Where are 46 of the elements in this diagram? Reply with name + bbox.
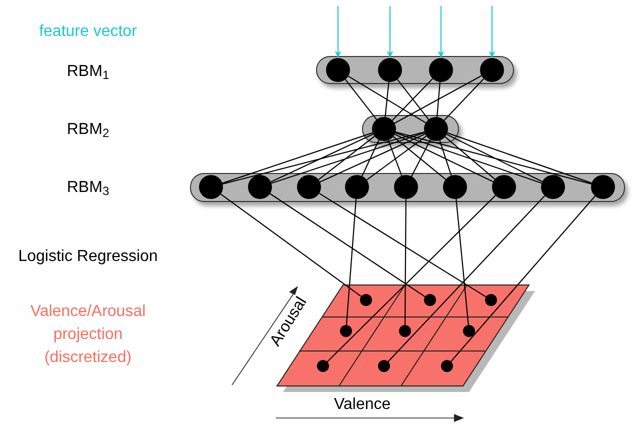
input-arrow <box>488 6 496 58</box>
connection-line <box>346 198 357 326</box>
connection-line <box>388 195 546 362</box>
layer-label: RBM$_{3}$ <box>66 178 110 200</box>
connection-line <box>447 132 592 184</box>
connection-line <box>444 78 484 121</box>
layer-band <box>190 173 625 202</box>
connection-line <box>436 82 441 118</box>
connection-line <box>395 132 542 184</box>
connection-line <box>270 193 426 298</box>
connection-line <box>456 198 469 326</box>
layer-label: Logistic Regression <box>17 247 159 267</box>
connection-line <box>222 132 373 184</box>
connection-line <box>404 199 406 325</box>
connection-line <box>220 194 362 297</box>
input-arrow <box>438 6 444 58</box>
layer-label: feature vector <box>38 22 138 42</box>
layer-label: RBM$_{1}$ <box>66 62 110 84</box>
connection-line <box>318 136 375 180</box>
connection-line <box>395 132 592 184</box>
connection-line <box>271 132 425 184</box>
layer-band <box>316 56 514 84</box>
connection-line <box>270 134 374 182</box>
layer-label: RBM$_{2}$ <box>66 120 110 142</box>
connection-line <box>450 196 596 362</box>
connection-line <box>388 140 402 176</box>
connection-line <box>344 79 378 120</box>
connection-line <box>320 133 426 183</box>
connection-line <box>326 195 496 362</box>
connection-line <box>411 139 431 177</box>
connection-line <box>439 140 452 176</box>
connection-line <box>394 134 494 182</box>
connection-line <box>384 82 390 118</box>
connection-line <box>444 136 496 180</box>
connection-line <box>394 75 482 124</box>
connection-line <box>446 134 542 182</box>
connection-line <box>222 131 425 185</box>
input-arrow <box>386 6 394 58</box>
connection-line <box>392 136 446 180</box>
axis-label: Valence <box>334 395 391 415</box>
connection-line <box>348 76 426 124</box>
input-arrow <box>334 6 342 58</box>
connection-line <box>362 140 380 176</box>
connection-line <box>318 192 486 298</box>
output-label: Valence/Arousal projection (discretized) <box>29 302 147 368</box>
connection-line <box>366 136 427 180</box>
